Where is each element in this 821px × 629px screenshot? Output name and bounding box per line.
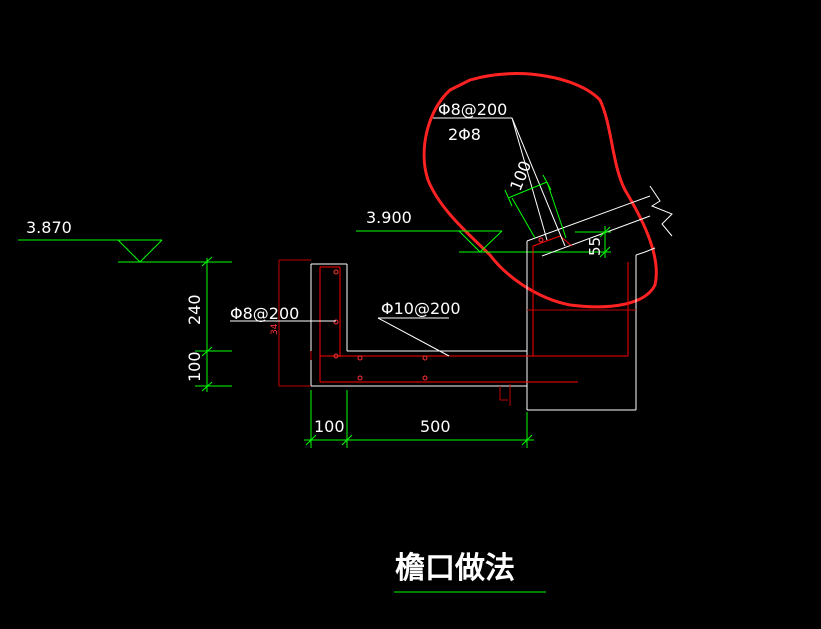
dimension-label-slab-span: 500	[420, 417, 451, 436]
rebar-dot	[333, 353, 339, 359]
elevation-marker-left: 3.870	[18, 218, 232, 263]
dimension-vertical	[195, 256, 232, 392]
leader-lines	[230, 117, 566, 357]
rebar-dot	[422, 375, 428, 381]
rebar-dot	[357, 375, 363, 381]
dimension-small-height	[575, 226, 611, 258]
rebar-dot	[333, 269, 339, 275]
rebar-label-cluster-bottom: 2Φ8	[448, 125, 481, 144]
dimension-label-wall-width: 100	[314, 417, 345, 436]
dimension-horizontal	[304, 390, 534, 448]
elevation-marker-right: 3.900	[356, 208, 605, 253]
rebar-dot	[333, 319, 339, 325]
rebar-lines	[319, 235, 629, 406]
rebar-cover-box	[278, 259, 636, 387]
rebar-dot	[357, 355, 363, 361]
elevation-label-right: 3.900	[366, 208, 412, 227]
dimension-note-small: 34	[270, 323, 280, 335]
dimension-label-slab-thickness: 100	[185, 351, 204, 382]
rebar-label-cluster-top: Φ8@200	[438, 100, 507, 119]
rebar-label-wall-stirrup: Φ8@200	[230, 304, 299, 323]
dimension-label-wall-height: 240	[185, 294, 204, 325]
dimension-slope-spacing	[504, 174, 567, 239]
rebar-dot	[538, 237, 544, 243]
dimension-label-small-height: 55	[586, 237, 604, 256]
elevation-label-left: 3.870	[26, 218, 72, 237]
rebar-dots	[333, 237, 544, 381]
rebar-dot	[422, 355, 428, 361]
rebar-label-slab-main: Φ10@200	[381, 299, 461, 318]
drawing-title: 檐口做法	[395, 551, 515, 586]
